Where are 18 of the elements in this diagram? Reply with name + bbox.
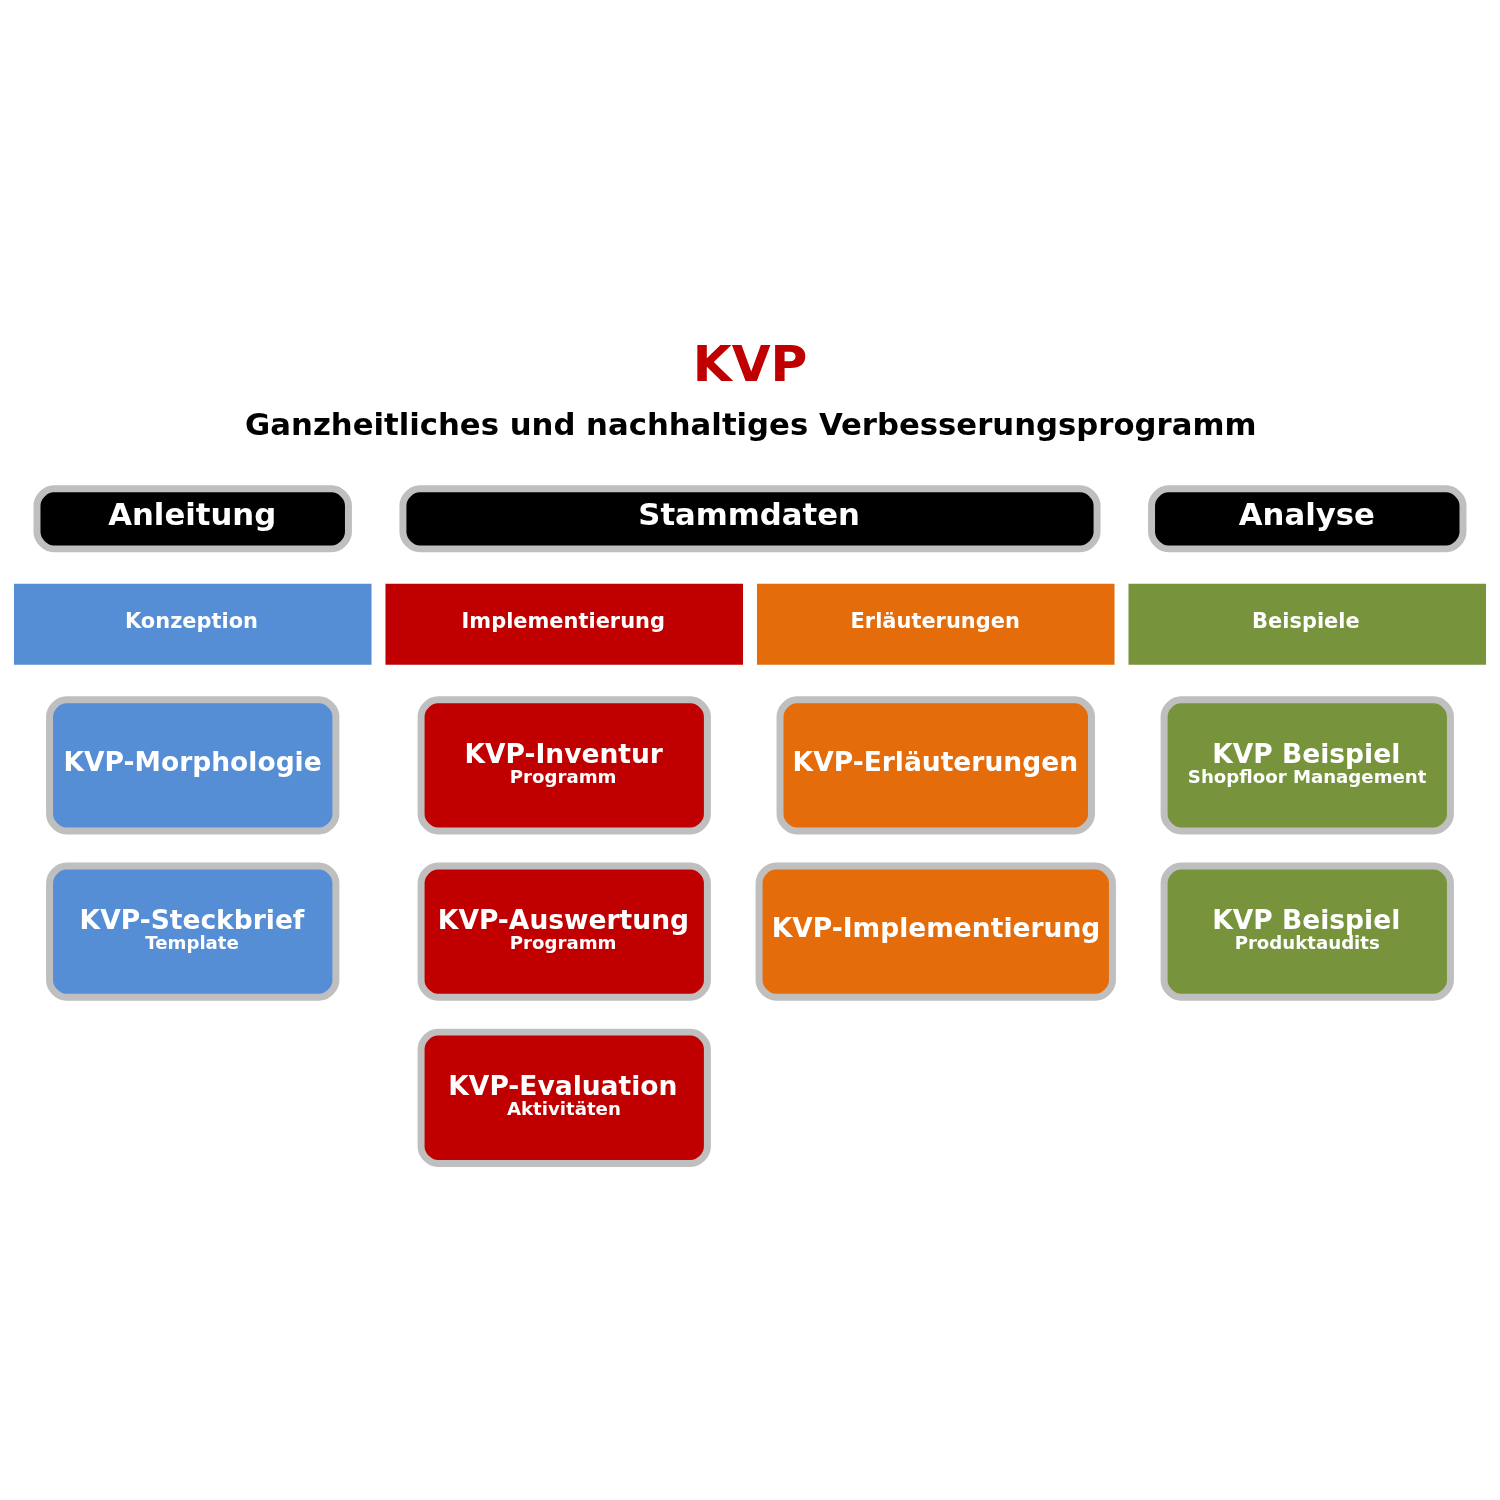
node-box: KVP-Implementierung: [755, 862, 1116, 1001]
node-box: KVP-Steckbrief Template: [46, 862, 340, 1001]
node-box: Konzeption: [13, 583, 372, 665]
node-box: KVP-Morphologie: [46, 696, 340, 835]
node-box: KVP-Evaluation Aktivitäten: [417, 1028, 711, 1167]
node-box: Erläuterungen: [757, 583, 1115, 665]
node-box: Beispiele: [1128, 583, 1487, 665]
diagram-title: KVP: [692, 334, 808, 393]
node-box: Anleitung: [33, 485, 352, 553]
node-box: KVP Beispiel Shopfloor Management: [1160, 696, 1454, 835]
node-box: KVP-Auswertung Programm: [417, 862, 711, 1001]
label: Ganzheitliches und nachhaltiges Verbesserungsprogramm: [245, 406, 1257, 443]
node-box: KVP Beispiel Produktaudits: [1160, 862, 1454, 1001]
node-box: Analyse: [1148, 485, 1467, 553]
node-box: Implementierung: [385, 583, 743, 665]
node-box: KVP-Inventur Programm: [417, 696, 711, 835]
node-box: KVP-Erläuterungen: [776, 696, 1095, 835]
node-box: Stammdaten: [399, 485, 1101, 553]
